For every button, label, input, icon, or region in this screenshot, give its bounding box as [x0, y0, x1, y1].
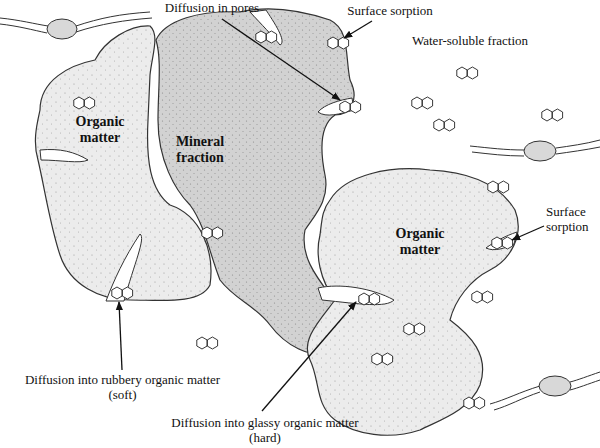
- callout-label: Surface sorption: [546, 204, 598, 234]
- callout-label: Water-soluble fraction: [412, 33, 582, 48]
- region-label: Organic matter: [389, 226, 451, 258]
- mineral-fraction-blob: Mineral fraction: [145, 3, 360, 363]
- callout-label: Diffusion into glassy organic matter (ha…: [165, 415, 365, 445]
- blob-outline: [300, 162, 530, 444]
- callout-label: Diffusion in pores: [150, 0, 274, 15]
- region-label: Organic matter: [69, 114, 131, 146]
- region-label: Mineral fraction: [165, 134, 235, 166]
- organic-matter-blob: Organic matter: [300, 162, 530, 444]
- blob-outline: [145, 3, 360, 363]
- callout-label: Surface sorption: [334, 3, 446, 18]
- callout-label: Diffusion into rubbery organic matter (s…: [20, 372, 225, 402]
